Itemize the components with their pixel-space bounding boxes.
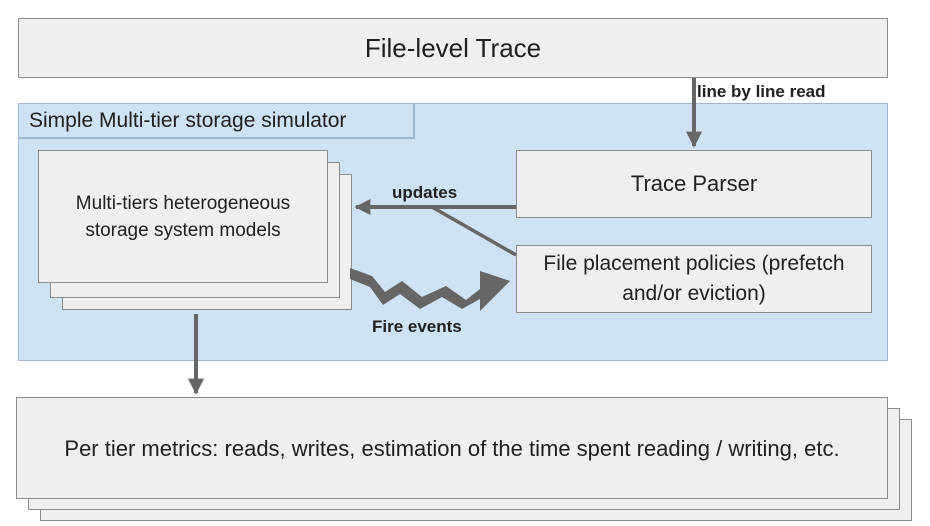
fire-events-label: Fire events xyxy=(372,317,462,336)
file-level-trace-label: File-level Trace xyxy=(364,32,542,63)
trace-parser-label: Trace Parser xyxy=(630,171,758,196)
storage-models-label: Multi-tiers heterogeneous storage system… xyxy=(75,192,291,241)
file-placement-policies-label: File placement policies (prefetch and/or… xyxy=(543,252,845,305)
file-placement-policies-node: File placement policies (prefetch and/or… xyxy=(516,245,872,313)
line-read-label: line by line read xyxy=(697,82,826,101)
trace-parser-node: Trace Parser xyxy=(516,150,872,218)
per-tier-metrics-node: Per tier metrics: reads, writes, estimat… xyxy=(16,397,888,499)
parser-to-policies-connector xyxy=(431,205,517,257)
fire-events-lightning-arrow xyxy=(350,268,510,311)
file-level-trace-node: File-level Trace xyxy=(18,18,888,78)
storage-models-node: Multi-tiers heterogeneous storage system… xyxy=(38,150,328,283)
updates-label: updates xyxy=(392,183,458,202)
per-tier-metrics-label: Per tier metrics: reads, writes, estimat… xyxy=(64,435,840,461)
simulator-title: Simple Multi-tier storage simulator xyxy=(18,103,415,139)
